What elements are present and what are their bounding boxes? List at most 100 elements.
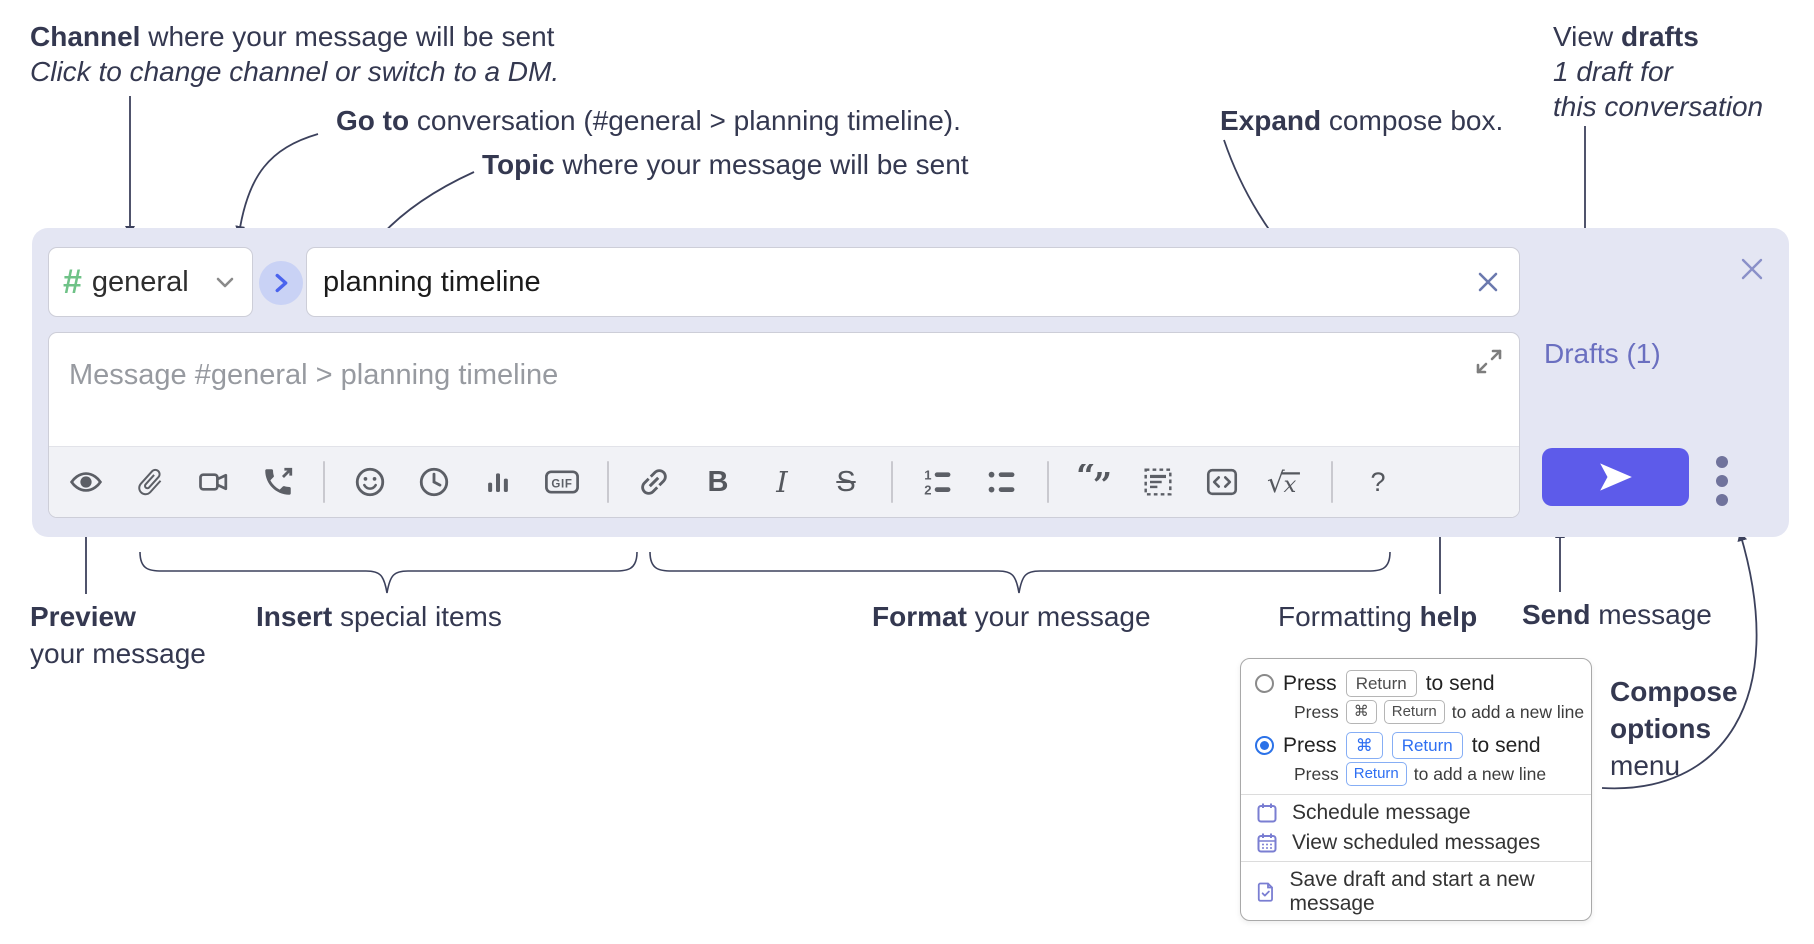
bulleted-list-icon[interactable] <box>983 459 1021 505</box>
spoiler-icon[interactable] <box>1139 459 1177 505</box>
svg-text:GIF: GIF <box>551 478 572 490</box>
return-key: Return <box>1383 700 1445 724</box>
schedule-message-label: Schedule message <box>1292 801 1471 824</box>
cmd-key: ⌘ <box>1345 732 1383 759</box>
expand-compose-icon[interactable] <box>1473 345 1505 377</box>
preview-annotation: Preview <box>30 600 136 634</box>
quote-icon[interactable]: “” <box>1075 459 1113 505</box>
send-annotation-bold: Send <box>1522 599 1591 630</box>
clear-topic-icon[interactable] <box>1473 267 1503 297</box>
preview-eye-icon[interactable] <box>67 459 105 505</box>
link-icon[interactable] <box>635 459 673 505</box>
toolbar-divider <box>891 461 893 503</box>
compose-options-menu-icon[interactable] <box>1716 456 1728 506</box>
insert-annotation: Insert special items <box>256 600 502 634</box>
return-key: Return <box>1345 762 1407 786</box>
radio-selected-icon[interactable] <box>1255 736 1274 755</box>
help-annotation: Formatting help <box>1278 600 1477 634</box>
option2-sub-post: to add a new line <box>1413 763 1547 784</box>
channel-hash-icon: # <box>63 263 82 301</box>
drafts-annotation-line3: this conversation <box>1553 91 1764 122</box>
format-annotation-bold: Format <box>872 601 967 632</box>
compose-options-annotation: Compose <box>1610 675 1738 709</box>
goto-annotation-rest: conversation (#general > planning timeli… <box>409 105 961 136</box>
emoji-icon[interactable] <box>351 459 389 505</box>
compose-options-bold1: Compose <box>1610 676 1738 707</box>
topic-value: planning timeline <box>323 265 541 298</box>
video-call-icon[interactable] <box>195 459 233 505</box>
calendar-grid-icon <box>1257 833 1277 853</box>
svg-text:“: “ <box>1076 464 1095 496</box>
send-button[interactable] <box>1542 448 1689 506</box>
message-placeholder: Message #general > planning timeline <box>69 359 559 391</box>
save-draft-icon <box>1257 882 1273 902</box>
preview-annotation-line2: your message <box>30 638 206 669</box>
goto-conversation-button[interactable] <box>259 261 303 305</box>
channel-name: general <box>91 265 189 298</box>
svg-text:”: ” <box>1093 466 1112 500</box>
option1-post: to send <box>1425 671 1495 695</box>
return-key: Return <box>1345 670 1417 697</box>
channel-selector[interactable]: # general <box>48 247 253 317</box>
arrow-to-goto-button <box>235 133 319 235</box>
send-annotation: Send message <box>1522 598 1712 632</box>
cmd-enter-sends-option[interactable]: Press ⌘ Return to send <box>1255 732 1591 759</box>
channel-annotation-italic: Click to change channel or switch to a D… <box>30 56 560 87</box>
svg-text:x: x <box>1283 472 1296 498</box>
cmd-enter-sends-subtext: Press Return to add a new line <box>1294 762 1591 786</box>
global-time-icon[interactable] <box>415 459 453 505</box>
calendar-icon <box>1257 803 1277 823</box>
close-compose-icon[interactable] <box>1735 252 1769 286</box>
attach-file-icon[interactable] <box>131 459 169 505</box>
code-icon[interactable] <box>1203 459 1241 505</box>
view-scheduled-item[interactable]: View scheduled messages <box>1255 831 1591 855</box>
drafts-annotation-bold: drafts <box>1620 21 1699 52</box>
schedule-message-item[interactable]: Schedule message <box>1255 801 1591 825</box>
strikethrough-icon[interactable]: S <box>836 465 856 498</box>
insert-annotation-bold: Insert <box>256 601 333 632</box>
gif-icon[interactable]: GIF <box>543 459 581 505</box>
compose-options-annotation-line3: menu <box>1610 750 1681 781</box>
preview-annotation-bold: Preview <box>30 601 136 632</box>
italic-icon[interactable]: I <box>776 464 788 499</box>
option2-pre: Press <box>1283 733 1337 757</box>
poll-icon[interactable] <box>479 459 517 505</box>
topic-annotation-rest: where your message will be sent <box>554 149 969 180</box>
chevron-down-icon <box>216 277 234 288</box>
toolbar-divider <box>1331 461 1333 503</box>
drafts-annotation-pre: View <box>1553 21 1621 52</box>
insert-annotation-rest: special items <box>332 601 502 632</box>
channel-annotation: Channel where your message will be sent <box>30 20 554 54</box>
expand-annotation: Expand compose box. <box>1220 104 1503 138</box>
topic-input[interactable]: planning timeline <box>306 247 1520 317</box>
enter-sends-option[interactable]: Press Return to send <box>1255 670 1591 697</box>
bold-icon[interactable]: B <box>707 465 729 498</box>
toolbar-divider <box>323 461 325 503</box>
goto-annotation: Go to conversation (#general > planning … <box>336 104 961 138</box>
help-annotation-pre: Formatting <box>1278 601 1420 632</box>
view-scheduled-label: View scheduled messages <box>1292 831 1541 854</box>
drafts-link[interactable]: Drafts (1) <box>1544 338 1661 369</box>
voice-call-icon[interactable] <box>259 459 297 505</box>
math-icon[interactable]: √x <box>1267 459 1305 505</box>
radio-unselected-icon[interactable] <box>1255 674 1274 693</box>
svg-text:2: 2 <box>924 482 931 497</box>
topic-annotation: Topic where your message will be sent <box>482 148 969 182</box>
option1-sub-pre: Press <box>1294 701 1339 722</box>
message-area[interactable]: Message #general > planning timeline <box>48 332 1520 518</box>
option2-post: to send <box>1471 733 1541 757</box>
toolbar-divider <box>607 461 609 503</box>
expand-annotation-bold: Expand <box>1220 105 1322 136</box>
brace-insert <box>139 551 638 594</box>
option1-pre: Press <box>1283 671 1337 695</box>
send-annotation-rest: message <box>1590 599 1712 630</box>
save-draft-item[interactable]: Save draft and start a new message <box>1255 868 1591 916</box>
send-icon <box>1599 463 1632 491</box>
formatting-help-icon[interactable]: ? <box>1370 466 1386 497</box>
help-annotation-bold: help <box>1419 601 1478 632</box>
return-key: Return <box>1391 732 1463 759</box>
compose-options-menu: Press Return to send Press ⌘ Return to a… <box>1240 658 1592 921</box>
topic-annotation-bold: Topic <box>482 149 555 180</box>
